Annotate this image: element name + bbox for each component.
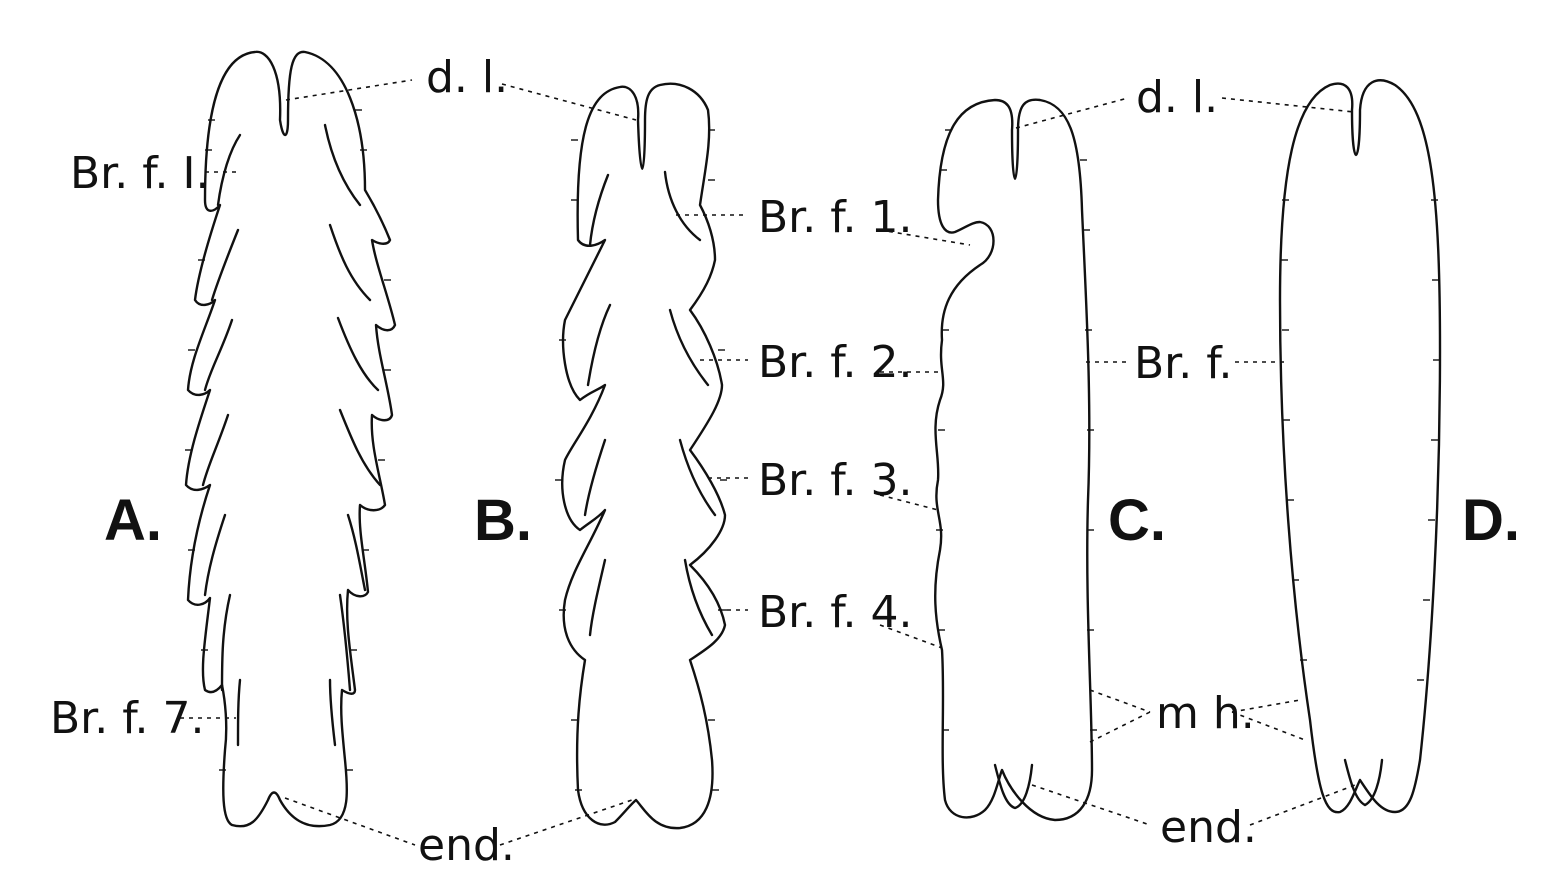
panel-label-c: C. [1108, 488, 1166, 553]
panel-c-outline [934, 98, 1094, 822]
panel-a-figure [184, 50, 397, 828]
label-brf2-b: Br. f. 2. [758, 337, 912, 388]
panel-b-figure [555, 82, 727, 830]
label-brf3-b: Br. f. 3. [758, 455, 912, 506]
panel-b-outline [561, 82, 727, 830]
label-dl-left: d. l. [426, 52, 508, 103]
label-brf1-b: Br. f. 1. [758, 192, 912, 243]
panel-a-ticks [185, 109, 391, 771]
label-end-left: end. [418, 820, 515, 871]
panel-c-endostyle [993, 763, 1034, 810]
label-brf-cd: Br. f. [1134, 338, 1232, 389]
label-mh: m h. [1156, 688, 1255, 739]
label-end-right: end. [1160, 802, 1257, 853]
panel-a-outline [184, 50, 397, 828]
label-brf1-a: Br. f. I. [70, 148, 209, 199]
panel-label-d: D. [1462, 488, 1520, 553]
panel-c-figure [934, 98, 1097, 822]
leader-lines [180, 79, 1356, 846]
panel-label-b: B. [474, 488, 532, 553]
panel-label-a: A. [104, 488, 162, 553]
panel-d-ticks [1281, 199, 1440, 681]
panel-c-ticks [936, 129, 1097, 731]
panel-d-endostyle [1343, 758, 1384, 807]
label-brf7-a: Br. f. 7. [50, 693, 204, 744]
panel-d-outline [1278, 79, 1442, 814]
panel-a-branchial-slits [201, 123, 382, 747]
label-dl-right: d. l. [1136, 72, 1218, 123]
panel-b-branchial-slits [583, 170, 717, 637]
panel-d-figure [1278, 79, 1442, 814]
label-brf4-b: Br. f. 4. [758, 587, 912, 638]
panel-b-ticks [555, 129, 727, 791]
